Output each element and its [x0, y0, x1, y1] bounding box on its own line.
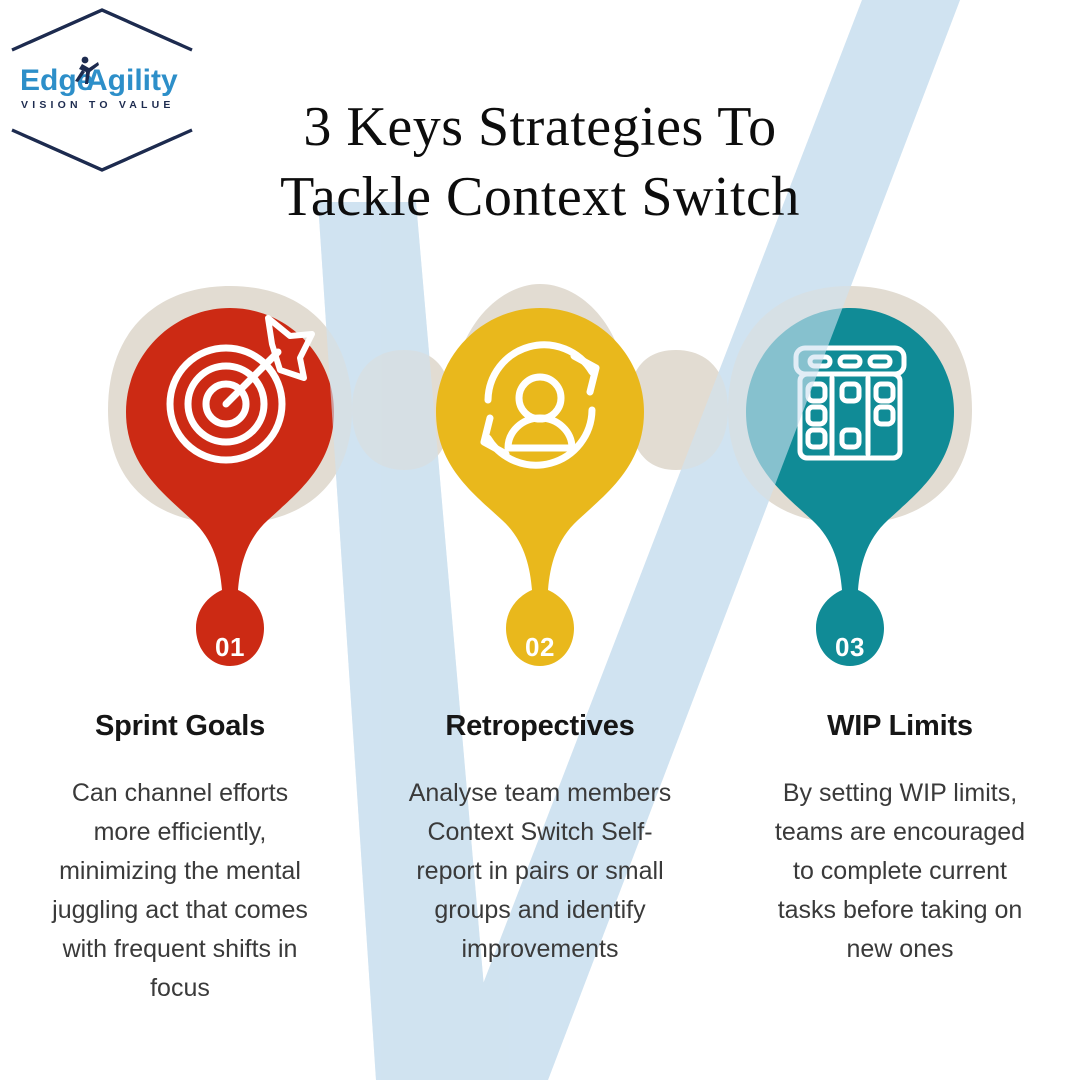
step-pin-01[interactable] [126, 308, 334, 666]
steps-columns: Sprint Goals Can channel efforts more ef… [0, 700, 1080, 1080]
page-title: 3 Keys Strategies To Tackle Context Swit… [190, 92, 890, 232]
step-heading-02: Retropectives [445, 710, 635, 742]
page-title-line-1: 3 Keys Strategies To [303, 96, 777, 158]
logo-word-agility: Agility [86, 64, 178, 97]
page-title-line-2: Tackle Context Switch [280, 166, 800, 228]
step-column-03: WIP Limits By setting WIP limits, teams … [720, 700, 1080, 1080]
step-body-02: Analyse team members Context Switch Self… [408, 779, 672, 963]
logo-runner-icon [75, 56, 99, 84]
step-heading-01: Sprint Goals [94, 710, 265, 742]
step-column-01: Sprint Goals Can channel efforts more ef… [0, 700, 360, 1080]
step-pin-02[interactable] [436, 308, 644, 666]
step-number-02: 02 [525, 632, 555, 662]
step-number-01: 01 [215, 632, 245, 662]
step-column-02: Retropectives Analyse team members Conte… [360, 700, 720, 1080]
step-body-01: Can channel efforts more efficiently, mi… [52, 779, 308, 1002]
pin-body-02 [436, 308, 644, 666]
step-pin-03[interactable] [746, 308, 954, 666]
step-heading-03: WIP Limits [827, 710, 973, 742]
pin-body-03 [746, 308, 954, 666]
step-body-03: By setting WIP limits, teams are encoura… [774, 779, 1026, 963]
step-number-03: 03 [835, 632, 865, 662]
brand-logo[interactable]: Edge Agility VISION TO VALUE [6, 6, 198, 174]
logo-tagline: VISION TO VALUE [21, 99, 175, 111]
